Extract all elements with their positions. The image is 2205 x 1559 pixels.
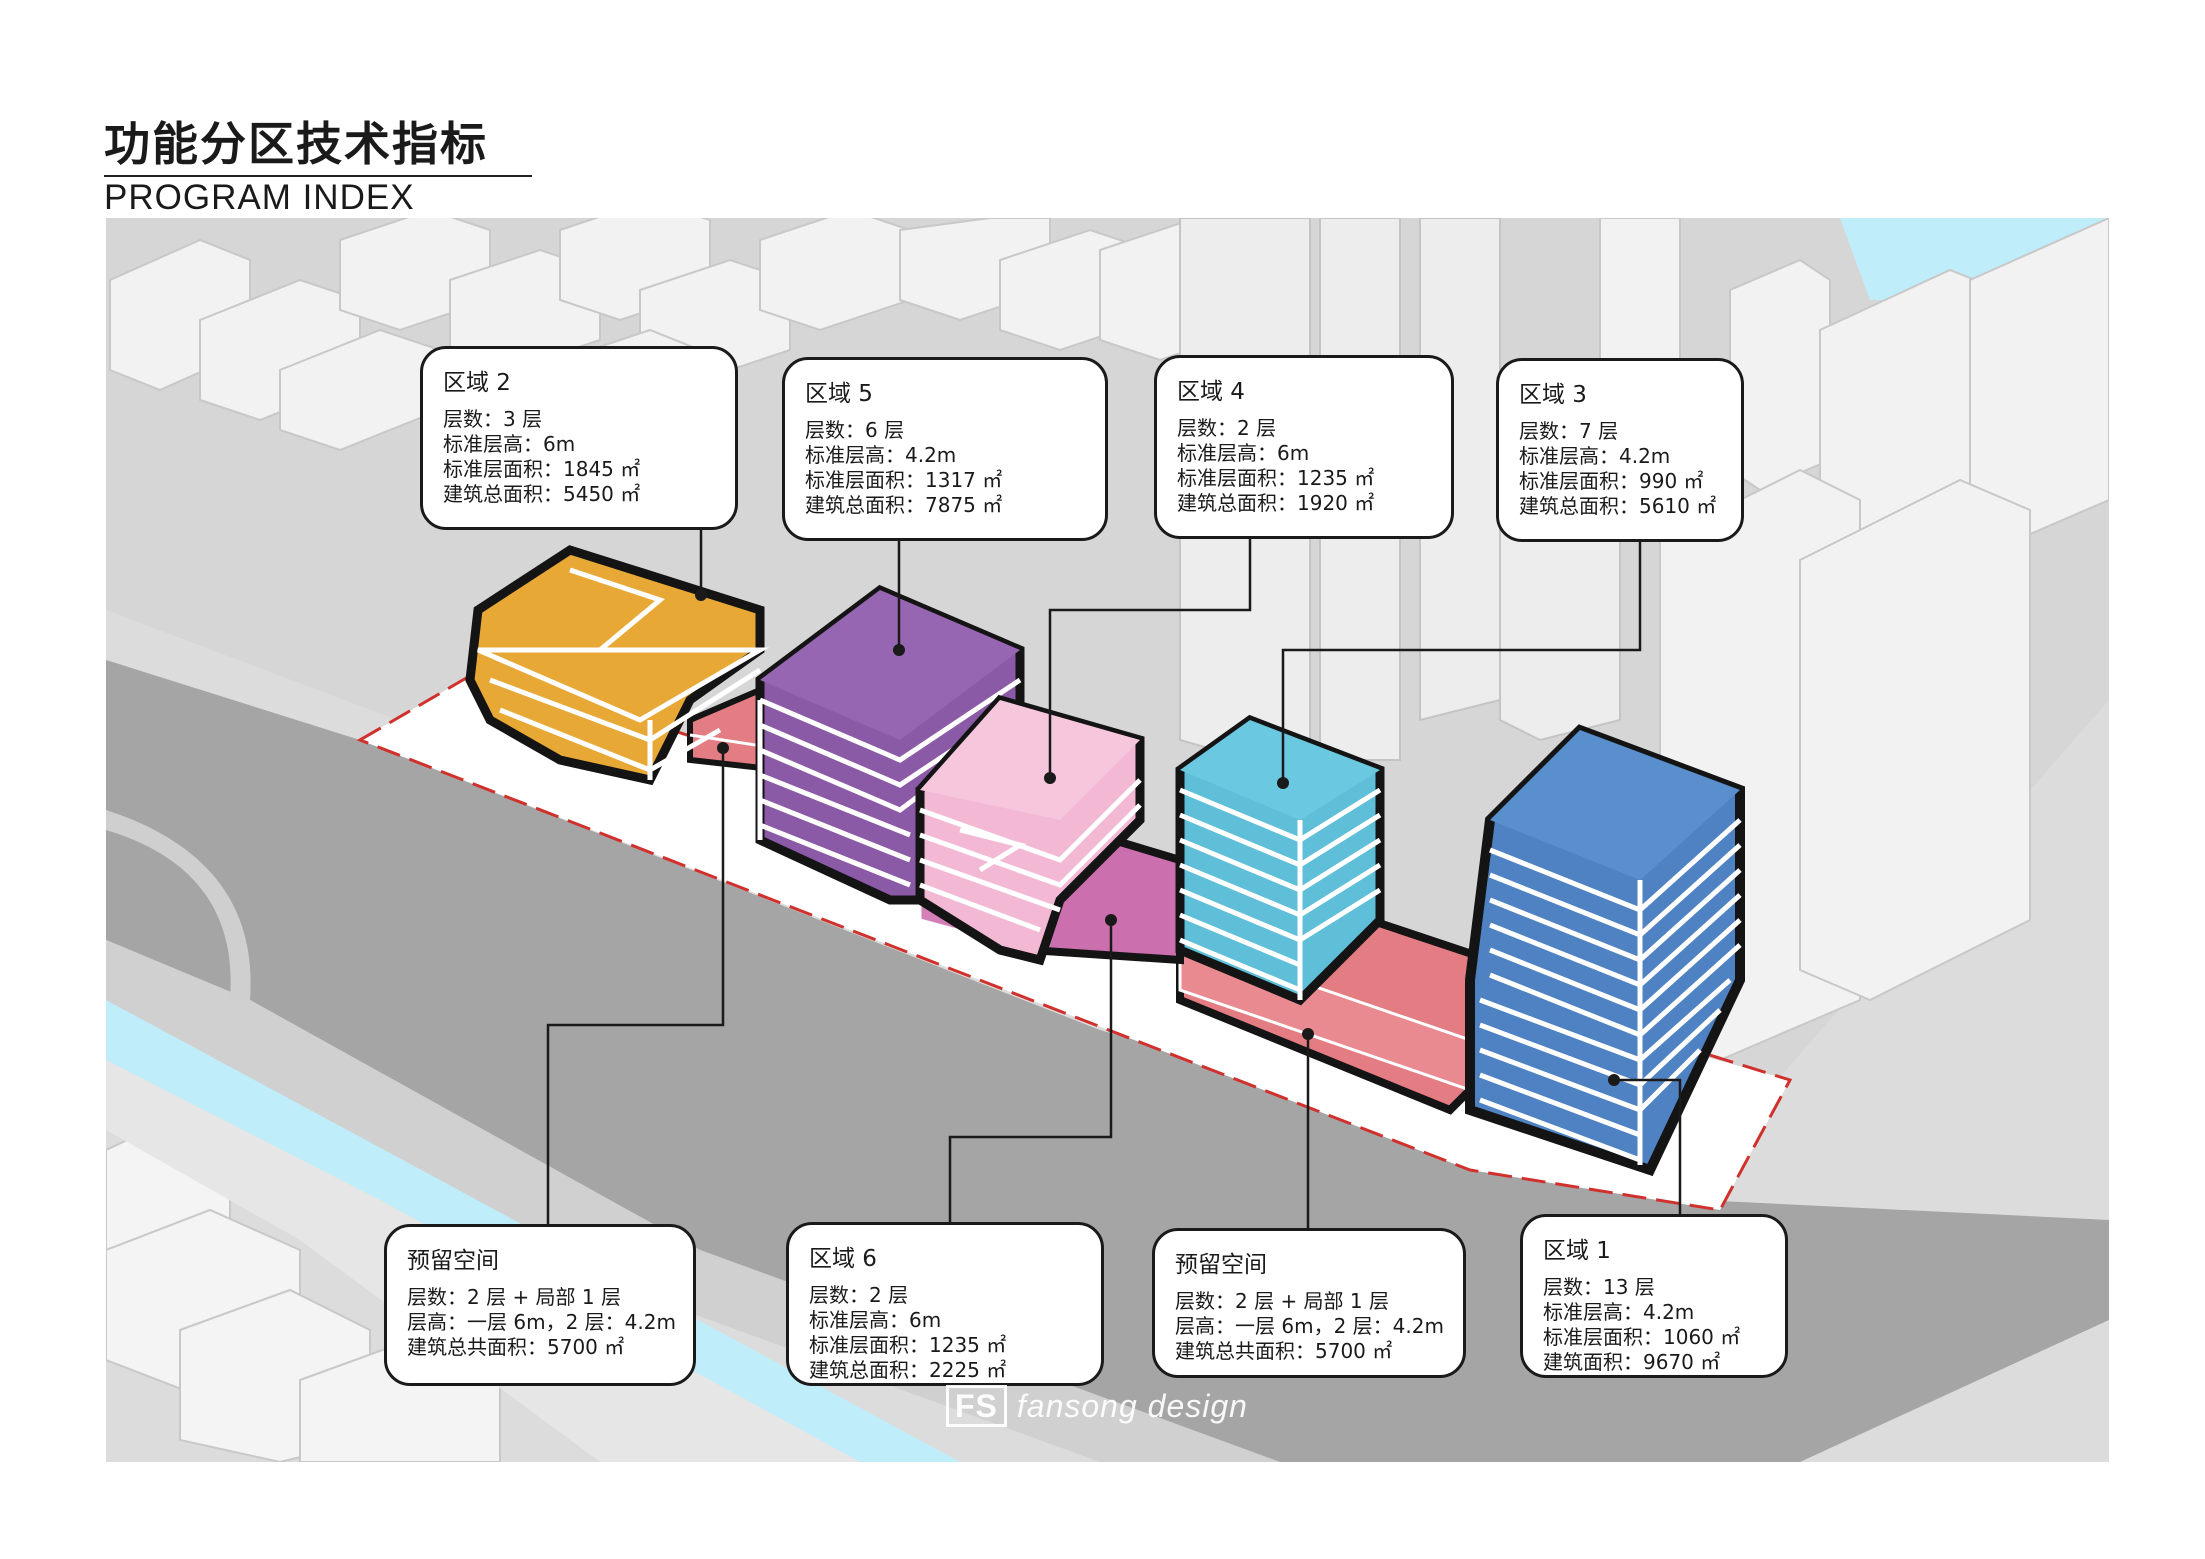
callout-line: 标准层高：4.2m bbox=[1519, 444, 1671, 468]
sidewalk bbox=[106, 940, 1280, 1462]
callout-line: 层数：7 层 bbox=[1519, 419, 1619, 443]
road-curve bbox=[106, 810, 251, 1000]
callout-line: 层数：13 层 bbox=[1543, 1275, 1655, 1299]
callout-reserve-right: 预留空间 层数：2 层 + 局部 1 层 层高：一层 6m，2 层：4.2m 建… bbox=[1152, 1228, 1466, 1378]
zone-4-massing bbox=[915, 694, 1145, 966]
callout-line: 标准层面积：1845 ㎡ bbox=[443, 457, 641, 481]
callout-line: 建筑总面积：5450 ㎡ bbox=[443, 482, 641, 506]
callout-line: 建筑总面积：2225 ㎡ bbox=[809, 1358, 1007, 1382]
callout-line: 标准层高：6m bbox=[1177, 441, 1310, 465]
callout-title: 区域 5 bbox=[805, 381, 873, 407]
callout-line: 建筑总面积：5610 ㎡ bbox=[1519, 494, 1717, 518]
callout-line: 层高：一层 6m，2 层：4.2m bbox=[407, 1310, 676, 1334]
callout-title: 区域 2 bbox=[443, 370, 511, 396]
leader-dots bbox=[695, 589, 1620, 1086]
callout-line: 标准层面积：1235 ㎡ bbox=[1177, 466, 1375, 490]
callout-line: 层数：2 层 bbox=[809, 1283, 909, 1307]
watermark-text: fansong design bbox=[1016, 1388, 1248, 1424]
callout-line: 建筑总共面积：5700 ㎡ bbox=[407, 1335, 625, 1359]
callout-line: 标准层高：6m bbox=[443, 432, 576, 456]
callout-line: 建筑总共面积：5700 ㎡ bbox=[1175, 1339, 1393, 1363]
callout-line: 建筑总面积：1920 ㎡ bbox=[1177, 491, 1375, 515]
page-title: 功能分区技术指标 bbox=[104, 117, 488, 171]
callout-zone-1: 区域 1 层数：13 层 标准层高：4.2m 标准层面积：1060 ㎡ 建筑面积… bbox=[1520, 1214, 1788, 1378]
callout-zone-2: 区域 2 层数：3 层 标准层高：6m 标准层面积：1845 ㎡ 建筑总面积：5… bbox=[420, 346, 738, 530]
river bbox=[1840, 218, 2109, 300]
callout-title: 区域 6 bbox=[809, 1246, 877, 1272]
callout-title: 区域 3 bbox=[1519, 382, 1587, 408]
callout-line: 层数：2 层 bbox=[1177, 416, 1277, 440]
callout-zone-3: 区域 3 层数：7 层 标准层高：4.2m 标准层面积：990 ㎡ 建筑总面积：… bbox=[1496, 358, 1744, 542]
callout-line: 标准层高：4.2m bbox=[805, 443, 957, 467]
callout-line: 标准层面积：990 ㎡ bbox=[1519, 469, 1704, 493]
callout-title: 区域 1 bbox=[1543, 1238, 1611, 1264]
callout-line: 标准层面积：1235 ㎡ bbox=[809, 1333, 1007, 1357]
callout-line: 层高：一层 6m，2 层：4.2m bbox=[1175, 1314, 1444, 1338]
callout-title: 区域 4 bbox=[1177, 379, 1245, 405]
callout-line: 建筑总面积：7875 ㎡ bbox=[805, 493, 1003, 517]
watermark-logo: FS bbox=[946, 1385, 1007, 1427]
callout-line: 层数：6 层 bbox=[805, 418, 905, 442]
callout-line: 层数：2 层 + 局部 1 层 bbox=[1175, 1289, 1389, 1313]
callout-line: 标准层面积：1060 ㎡ bbox=[1543, 1325, 1741, 1349]
page-subtitle: PROGRAM INDEX bbox=[104, 178, 415, 217]
callout-reserve-left: 预留空间 层数：2 层 + 局部 1 层 层高：一层 6m，2 层：4.2m 建… bbox=[384, 1224, 696, 1386]
callout-line: 标准层高：6m bbox=[809, 1308, 942, 1332]
callout-line: 标准层高：4.2m bbox=[1543, 1300, 1695, 1324]
title-divider bbox=[104, 175, 532, 177]
callout-zone-5: 区域 5 层数：6 层 标准层高：4.2m 标准层面积：1317 ㎡ 建筑总面积… bbox=[782, 357, 1108, 541]
callout-title: 预留空间 bbox=[407, 1248, 499, 1274]
zone-3-massing bbox=[1175, 714, 1385, 1006]
callout-line: 层数：2 层 + 局部 1 层 bbox=[407, 1285, 621, 1309]
lower-left-buildings bbox=[106, 1118, 501, 1462]
callout-zone-6: 区域 6 层数：2 层 标准层高：6m 标准层面积：1235 ㎡ 建筑总面积：2… bbox=[786, 1222, 1104, 1386]
leader-lines bbox=[546, 530, 1682, 1236]
callout-line: 层数：3 层 bbox=[443, 407, 543, 431]
callout-title: 预留空间 bbox=[1175, 1252, 1267, 1278]
zone-5-massing bbox=[755, 584, 1025, 905]
zone-1-massing bbox=[1465, 724, 1745, 1177]
context-buildings bbox=[109, 218, 2109, 1062]
zone-2-massing bbox=[465, 545, 770, 786]
callout-line: 建筑面积：9670 ㎡ bbox=[1543, 1350, 1721, 1374]
callout-line: 标准层面积：1317 ㎡ bbox=[805, 468, 1003, 492]
callout-zone-4: 区域 4 层数：2 层 标准层高：6m 标准层面积：1235 ㎡ 建筑总面积：1… bbox=[1154, 355, 1454, 539]
